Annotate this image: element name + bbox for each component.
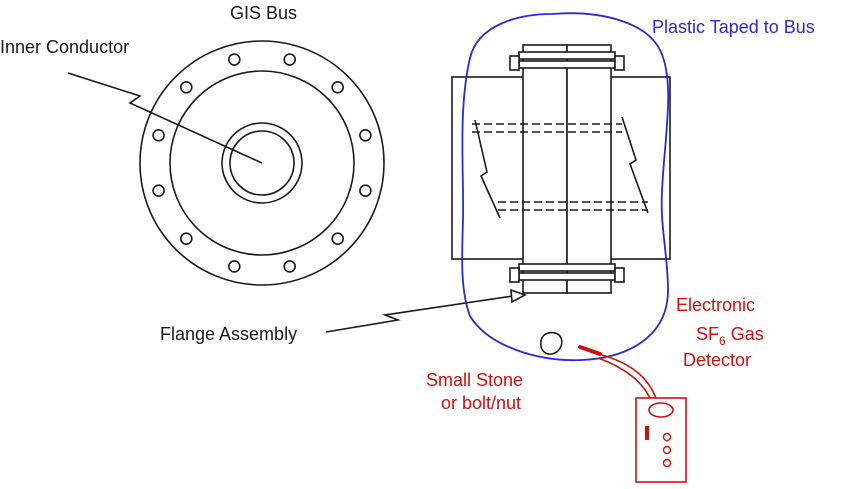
flange-bolt-hole — [228, 260, 241, 273]
sf6-gas-detector — [578, 345, 687, 483]
flange-bolt-hole — [359, 184, 372, 197]
detector-indicator — [645, 426, 649, 440]
inner-conductor-leader — [67, 72, 263, 164]
detector-label-gas: Gas — [726, 324, 764, 344]
flange-bolt-hole — [228, 53, 241, 66]
plastic-wrap-outline — [461, 12, 670, 362]
break-line-right — [621, 116, 649, 214]
flange-plate-right — [566, 44, 612, 294]
flange-side-view — [451, 44, 671, 294]
flange-outer-ring — [139, 40, 385, 286]
flange-assembly-label: Flange Assembly — [160, 324, 297, 344]
small-stone-label-line2: or bolt/nut — [441, 393, 521, 413]
detector-probe — [578, 345, 602, 356]
flange-assembly-arrowhead — [510, 288, 527, 304]
flange-bolt-hole — [152, 129, 165, 142]
inner-conductor-inner — [229, 130, 295, 196]
detector-label-sf: SF — [696, 324, 719, 344]
gis-bus-label: GIS Bus — [230, 3, 297, 23]
flange-bolt-bottom — [509, 263, 625, 283]
flange-plate-left — [522, 44, 568, 294]
inner-conductor-label: Inner Conductor — [0, 37, 129, 57]
flange-bolt-circle-ring — [169, 70, 355, 256]
gis-bus-end-view — [139, 40, 385, 286]
detector-cable-2 — [597, 357, 651, 399]
small-stone-label-line1: Small Stone — [426, 370, 523, 390]
flange-bolt-hole — [180, 81, 193, 94]
flange-bolt-hole — [331, 81, 345, 94]
break-line-left — [474, 119, 501, 219]
detector-label-line2: SF6 Gas — [696, 324, 764, 348]
flange-bolt-hole — [331, 232, 345, 245]
inner-conductor-hidden-lines — [472, 123, 648, 211]
flange-bolt-top — [509, 51, 625, 71]
detector-button-1 — [662, 432, 672, 442]
detector-display — [648, 402, 674, 418]
flange-bolt-hole — [283, 260, 297, 273]
detector-button-2 — [662, 445, 672, 455]
flange-bolt-hole — [152, 184, 165, 197]
detector-label-line1: Electronic — [676, 295, 755, 315]
small-stone — [540, 331, 563, 355]
detector-button-3 — [662, 458, 672, 468]
flange-assembly-leader — [325, 295, 514, 333]
inner-conductor-outer — [221, 122, 303, 204]
flange-bolt-hole — [283, 53, 297, 66]
plastic-taped-label: Plastic Taped to Bus — [652, 17, 815, 37]
flange-bolt-hole — [359, 129, 372, 142]
detector-cable — [597, 353, 657, 399]
flange-bolt-hole — [180, 232, 193, 245]
detector-label-line3: Detector — [683, 350, 751, 370]
detector-label-subscript: 6 — [719, 334, 726, 348]
flange-bolt-holes — [152, 53, 372, 273]
detector-body — [635, 397, 687, 483]
